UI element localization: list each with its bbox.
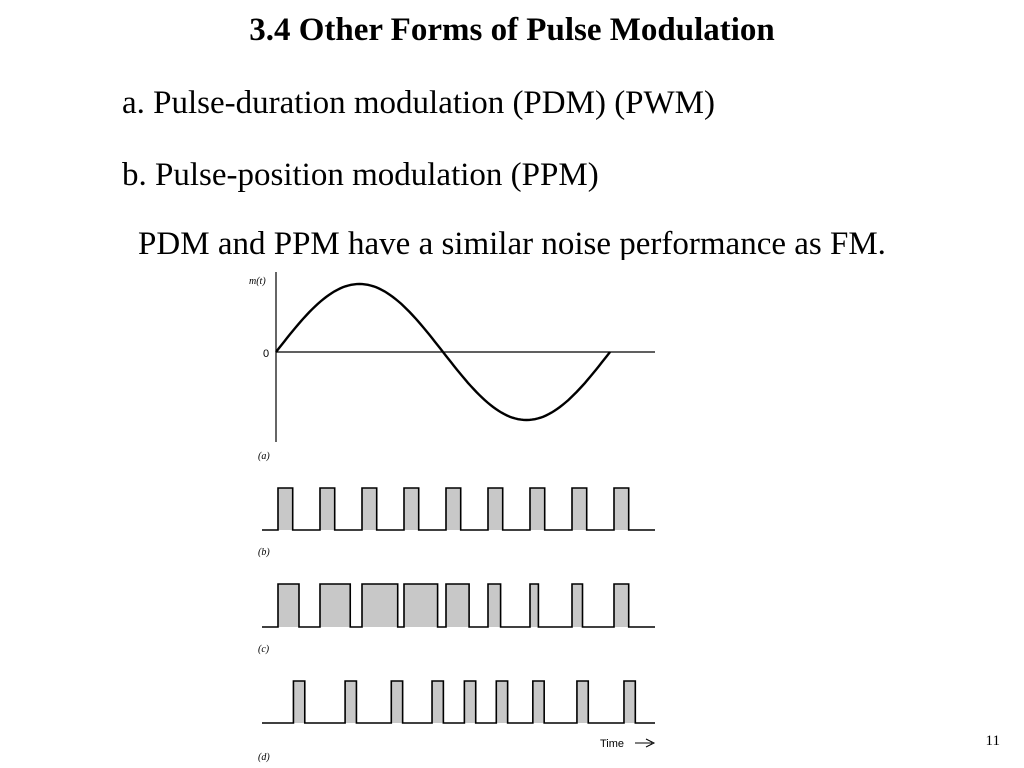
pdm-pulse <box>320 584 351 627</box>
ppm-pulse <box>496 681 508 723</box>
pdm-pulse <box>488 584 501 627</box>
pam-outline <box>262 487 655 531</box>
ppm-pulse <box>432 681 444 723</box>
pdm-pulse <box>278 584 299 627</box>
pam-pulse <box>362 488 377 530</box>
ppm-pulse <box>345 681 357 723</box>
pdm-pulse <box>614 584 629 627</box>
ppm-pulse <box>623 681 636 723</box>
noise-note: PDM and PPM have a similar noise perform… <box>138 226 886 260</box>
pam-pulse <box>320 488 335 530</box>
pdm-outline <box>262 583 655 628</box>
ppm-pulse <box>576 681 589 723</box>
pam-pulse <box>614 488 629 530</box>
panel-d-ppm-train <box>262 680 655 724</box>
panel-label-a: (a) <box>258 451 270 462</box>
panel-a-message: m(t) 0 (a) <box>249 272 655 462</box>
pam-pulse <box>446 488 461 530</box>
pam-pulse <box>572 488 587 530</box>
ppm-pulse <box>391 681 403 723</box>
ppm-pulse <box>532 681 545 723</box>
panel-label-c: (c) <box>258 644 270 655</box>
ppm-outline <box>262 680 655 724</box>
item-pdm: a. Pulse-duration modulation (PDM) (PWM) <box>122 85 716 121</box>
pdm-pulse <box>530 584 539 627</box>
panel-c-pdm-train <box>262 583 655 628</box>
pdm-pulse <box>446 584 470 627</box>
time-arrowhead-icon <box>645 738 656 748</box>
pam-pulse <box>488 488 503 530</box>
pam-pulse <box>530 488 545 530</box>
zero-label: 0 <box>263 348 269 360</box>
ppm-pulse <box>464 681 476 723</box>
pam-pulse <box>404 488 419 530</box>
time-label: Time <box>600 738 624 750</box>
pdm-pulse <box>572 584 583 627</box>
ppm-pulse <box>293 681 305 723</box>
panel-b-pulse-train <box>262 487 655 531</box>
pdm-pulse <box>404 584 438 627</box>
item-ppm: b. Pulse-position modulation (PPM) <box>122 157 599 193</box>
y-axis-label: m(t) <box>249 276 266 287</box>
panel-label-b: (b) <box>258 547 270 558</box>
pdm-pulse <box>362 584 398 627</box>
pam-pulse <box>278 488 293 530</box>
slide-title: 3.4 Other Forms of Pulse Modulation <box>249 12 775 48</box>
page-number: 11 <box>985 733 1000 749</box>
message-sine-curve <box>275 282 611 422</box>
panel-label-d: (d) <box>258 752 270 763</box>
